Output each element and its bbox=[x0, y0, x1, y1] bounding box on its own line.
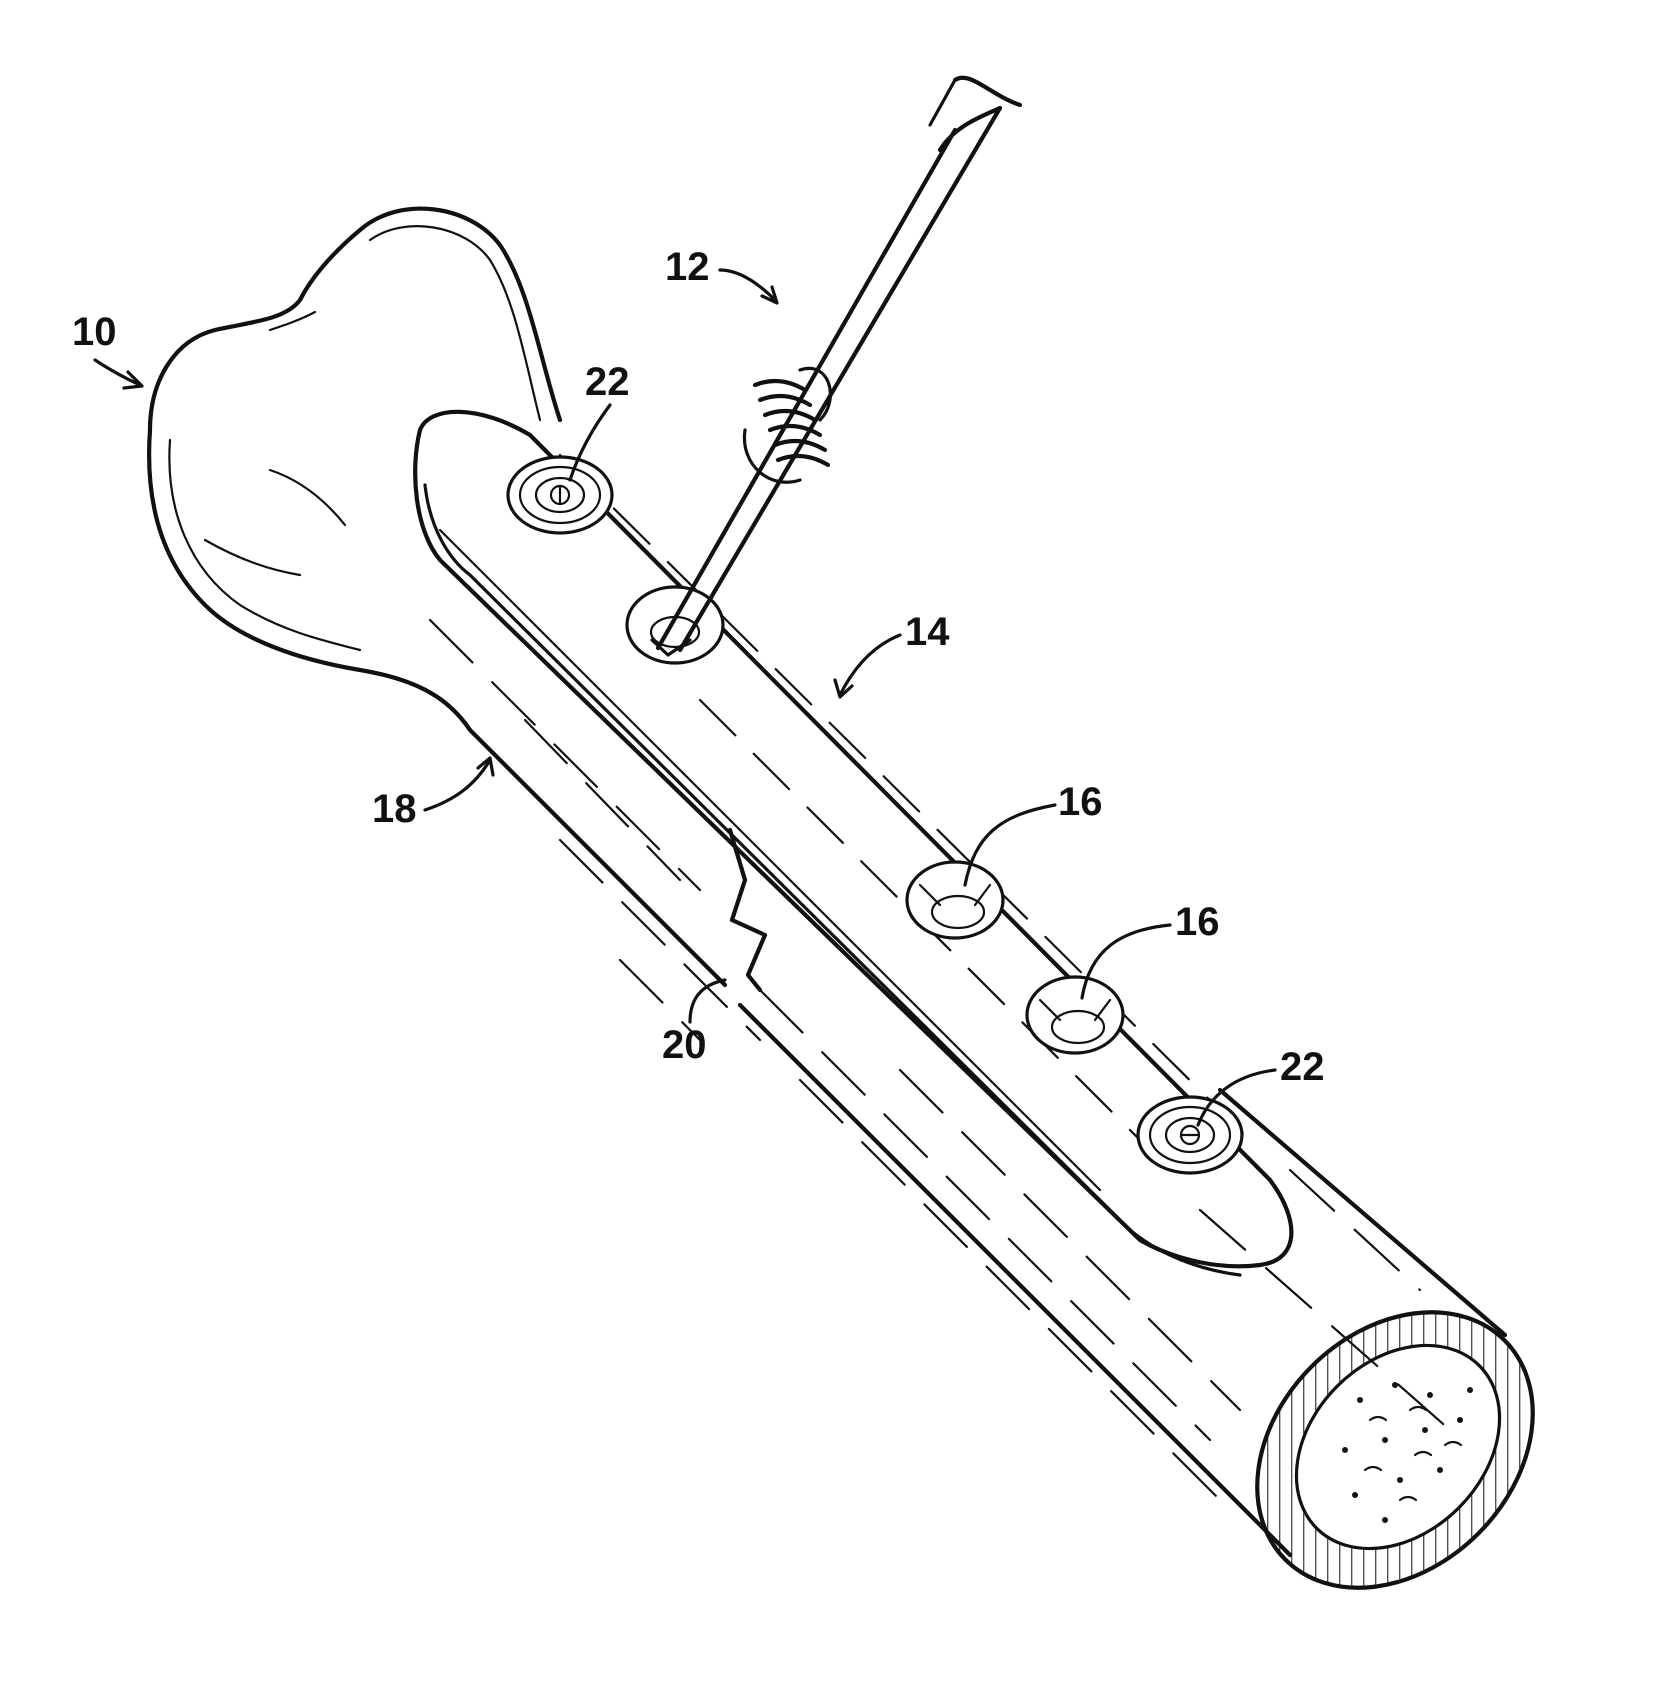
bone-head-inner-line bbox=[169, 440, 360, 650]
label-10: 10 bbox=[72, 310, 117, 354]
tool-end bbox=[955, 78, 1020, 105]
fracture-line bbox=[730, 830, 765, 990]
label-12: 12 bbox=[665, 245, 710, 289]
plate-side-edge-inner bbox=[440, 530, 1100, 1190]
plate-hole-b bbox=[1027, 977, 1123, 1053]
bone bbox=[149, 209, 1588, 1643]
label-14: 14 bbox=[905, 610, 950, 654]
tool-shaft-right bbox=[680, 108, 1000, 650]
plate-side-edge bbox=[425, 485, 1240, 1275]
label-22-bottom: 22 bbox=[1280, 1045, 1325, 1089]
label-18: 18 bbox=[372, 787, 417, 831]
screw-top bbox=[508, 457, 612, 533]
label-16-a: 16 bbox=[1058, 780, 1103, 824]
driver-tool bbox=[652, 78, 1020, 655]
bone-head-crease bbox=[270, 470, 345, 525]
reference-labels: 10 12 22 14 18 16 16 20 22 bbox=[72, 245, 1325, 1125]
label-20: 20 bbox=[662, 1023, 707, 1067]
bone-head-crease bbox=[205, 540, 300, 575]
bone-shaft-upper-edge bbox=[1220, 1090, 1505, 1335]
label-22-top: 22 bbox=[585, 360, 630, 404]
bone-head-outline bbox=[149, 209, 560, 730]
label-16-b: 16 bbox=[1175, 900, 1220, 944]
screw-bottom bbox=[1138, 1097, 1242, 1173]
plate-hole-a bbox=[907, 862, 1003, 938]
bone-head-inner-line bbox=[370, 226, 540, 420]
